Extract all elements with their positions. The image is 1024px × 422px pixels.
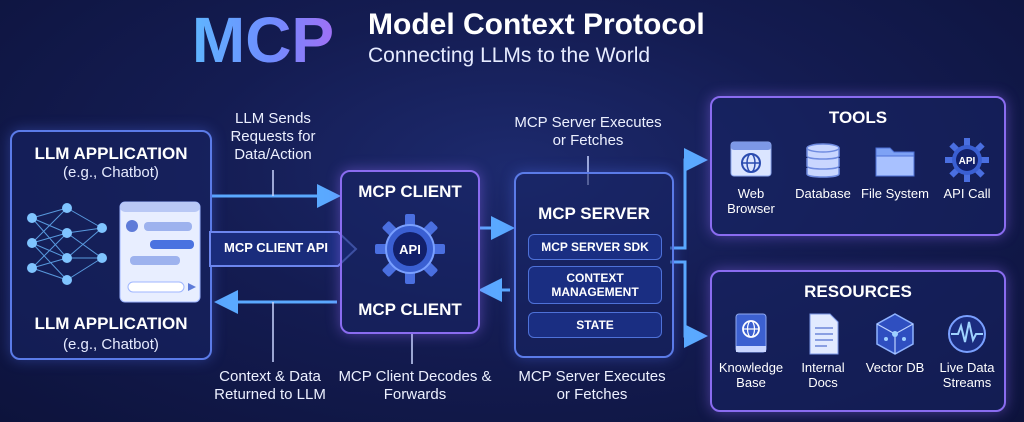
- tool-api-call: API API Call: [932, 138, 1002, 201]
- chat-window-icon: [119, 201, 201, 303]
- resource-internal-docs: Internal Docs: [788, 312, 858, 390]
- note-server-executes-top: MCP Server Executes or Fetches: [514, 114, 662, 149]
- svg-text:API: API: [959, 156, 976, 167]
- logo-text: MCP: [192, 4, 334, 76]
- tool-web-browser: Web Browser: [716, 138, 786, 216]
- llm-app-title-top: LLM APPLICATION: [34, 144, 188, 163]
- state: STATE: [528, 312, 662, 338]
- resource-live-data-streams: Live Data Streams: [932, 312, 1002, 390]
- database-icon: [806, 143, 840, 178]
- svg-text:API: API: [399, 242, 421, 257]
- page-subtitle: Connecting LLMs to the World: [368, 44, 651, 67]
- llm-app-sub-top: (e.g., Chatbot): [63, 164, 159, 181]
- document-icon: [809, 313, 839, 355]
- note-client-decodes: MCP Client Decodes & Forwards: [338, 368, 492, 403]
- context-management: CONTEXT MANAGEMENT: [528, 266, 662, 304]
- note-context-returned: Context & Data Returned to LLM: [214, 368, 326, 403]
- cube-network-icon: [876, 313, 914, 355]
- mcp-client-api-label: MCP CLIENT API: [223, 240, 328, 255]
- resources-title: RESOURCES: [804, 282, 912, 301]
- mcp-logo: MCP: [168, 4, 358, 76]
- web-browser-icon: [730, 141, 772, 177]
- waveform-icon: [948, 315, 986, 353]
- resource-vector-db: Vector DB: [860, 312, 930, 375]
- note-llm-sends: LLM Sends Requests for Data/Action: [230, 110, 316, 163]
- tools-title: TOOLS: [828, 108, 888, 127]
- resource-knowledge-base: Knowledge Base: [716, 312, 786, 390]
- api-gear-icon: API: [375, 214, 445, 284]
- folder-icon: [875, 147, 915, 177]
- api-gear-icon: API: [945, 138, 989, 182]
- llm-application-box: LLM APPLICATION (e.g., Chatbot) LLM APPL…: [10, 130, 212, 360]
- llm-app-title-bottom: LLM APPLICATION: [34, 314, 188, 333]
- mcp-client-label-bottom: MCP CLIENT: [358, 300, 462, 319]
- tool-file-system: File System: [860, 138, 930, 201]
- mcp-client-label-top: MCP CLIENT: [358, 182, 462, 201]
- llm-app-sub-bottom: (e.g., Chatbot): [63, 336, 159, 353]
- mcp-server-title: MCP SERVER: [538, 204, 650, 223]
- mcp-client-api-tag: MCP CLIENT API: [208, 230, 358, 268]
- tools-box: TOOLS Web Browser Database File System: [710, 96, 1006, 236]
- page-title: Model Context Protocol: [368, 8, 705, 41]
- tool-database: Database: [788, 138, 858, 201]
- mcp-client-box: MCP CLIENT API MCP CLIENT: [340, 170, 480, 334]
- mcp-server-box: MCP SERVER MCP SERVER SDK CONTEXT MANAGE…: [514, 172, 674, 358]
- mcp-server-sdk: MCP SERVER SDK: [528, 234, 662, 260]
- book-globe-icon: [735, 313, 767, 353]
- neural-network-icon: [27, 203, 107, 285]
- note-server-executes-bottom: MCP Server Executes or Fetches: [518, 368, 666, 403]
- resources-box: RESOURCES Knowledge Base Internal Docs: [710, 270, 1006, 412]
